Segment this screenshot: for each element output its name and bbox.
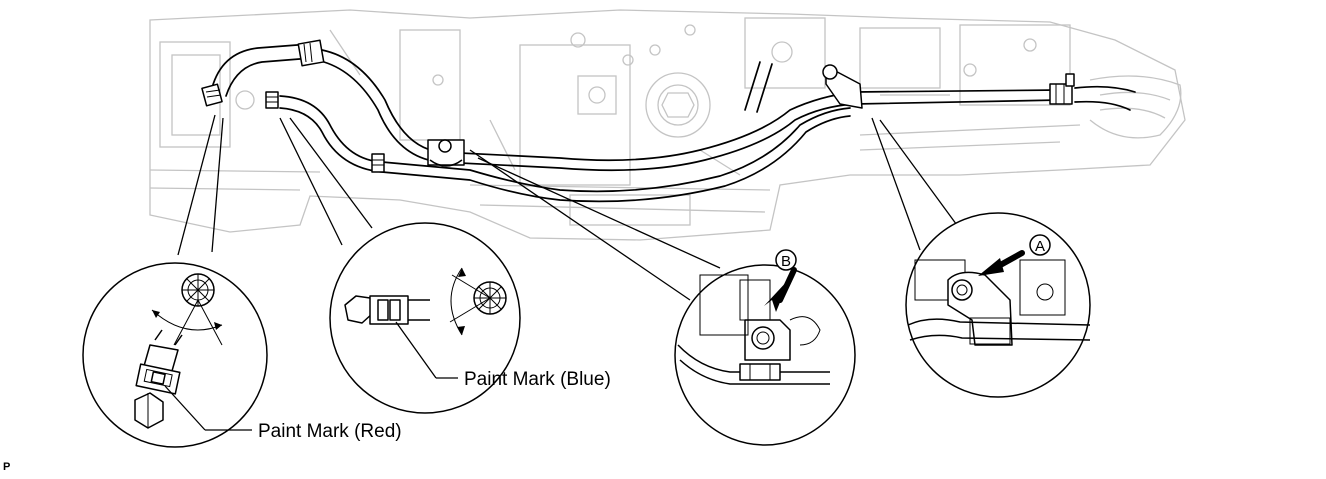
corner-mark: P [3, 461, 10, 473]
callout-a-label: A [1035, 238, 1045, 255]
paint-mark-blue-label: Paint Mark (Blue) [464, 369, 611, 390]
engine-block-background [149, 9, 1186, 241]
label-leaders [164, 321, 458, 431]
pipe-fittings [201, 39, 1075, 173]
leader-lines [177, 114, 963, 301]
detail-circle-b [674, 249, 856, 446]
detail-circle-red [82, 262, 268, 448]
oil-cooler-pipes [211, 43, 1136, 203]
detail-circle-blue [329, 222, 521, 414]
callout-b-label: B [781, 253, 791, 270]
paint-mark-red-label: Paint Mark (Red) [258, 421, 402, 442]
detail-circle-a [905, 212, 1091, 398]
